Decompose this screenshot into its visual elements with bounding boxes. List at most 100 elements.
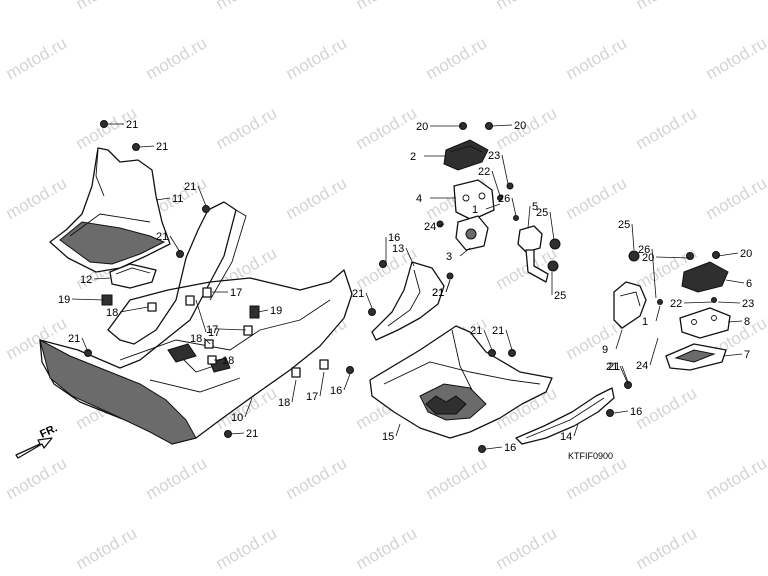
watermark-text: motod.ru [283,33,351,83]
watermark-text: motod.ru [633,383,701,433]
watermark-text: motod.ru [213,523,281,573]
leader-line [683,301,713,304]
watermark-text: motod.ru [213,0,281,13]
leader-line [527,205,531,229]
watermark-text: motod.ru [493,523,561,573]
callout-21: 21 [68,333,80,345]
part-9-hinge-bracket [613,250,647,329]
leader-line [549,211,555,241]
leader-line [219,328,247,331]
front-direction-marker: FR. [15,422,59,459]
leader-line [717,301,741,304]
callout-17: 17 [306,391,318,403]
callout-5: 5 [532,201,538,213]
leader-line [491,124,513,127]
leader-line [445,279,451,293]
callout-13: 13 [392,243,404,255]
watermark-text: motod.ru [633,0,701,13]
callout-19: 19 [270,305,282,317]
leader-line [717,252,739,257]
leader-line [365,292,373,309]
callout-22: 22 [670,298,682,310]
callout-18: 18 [278,397,290,409]
callout-23: 23 [742,298,754,310]
part-2-mount-pad [443,139,489,171]
watermark-text: motod.ru [493,0,561,13]
callout-17: 17 [206,324,218,336]
leader-line [319,371,325,397]
part-6-pad [681,261,729,293]
callout-11: 11 [172,193,183,205]
diagram-code: KTFIF0900 [568,451,613,461]
callout-15: 15 [382,431,394,443]
leader-line [71,298,105,301]
callout-24: 24 [636,360,648,372]
callout-1: 1 [472,204,478,216]
watermark-text: motod.ru [353,523,421,573]
leader-line [244,397,253,418]
callout-12: 12 [80,274,92,286]
callout-21: 21 [470,325,482,337]
leader-line [655,256,691,259]
leader-line [437,223,445,227]
part-8-plate [679,307,731,339]
watermark-text: motod.ru [703,173,768,223]
part-10-floor-step [39,201,353,445]
leader-line [615,329,623,350]
leader-line [511,197,517,217]
leader-line [257,309,269,313]
part-11-inner-cover [49,147,171,273]
part-14-side-strip [515,387,615,445]
callout-21: 21 [608,361,620,373]
leader-line [573,423,579,437]
callout-21: 21 [126,119,138,131]
leader-line [483,329,493,351]
callout-18: 18 [190,333,202,345]
callout-23: 23 [488,150,500,162]
callout-16: 16 [630,406,642,418]
leader-line [613,410,629,414]
callout-25: 25 [536,207,548,219]
callout-16: 16 [330,385,342,397]
callout-10: 10 [231,412,243,424]
front-label: FR. [38,422,59,440]
callout-17: 17 [208,327,220,339]
callout-24: 24 [424,221,436,233]
watermark-text: motod.ru [353,103,421,153]
leader-line [169,235,181,253]
watermark-text: motod.ru [703,453,768,503]
callout-16: 16 [388,232,400,244]
leader-line [631,223,635,251]
watermark-text: motod.ru [353,0,421,13]
callout-8: 8 [744,316,750,328]
callout-1: 1 [642,316,648,328]
leader-line [485,203,501,210]
watermark-text: motod.ru [633,103,701,153]
leader-line [81,337,89,353]
watermark-text: motod.ru [3,33,71,83]
callout-25: 25 [618,219,630,231]
leader-line [723,353,743,357]
watermark-text: motod.ru [493,103,561,153]
leader-line [119,306,149,313]
callout-21: 21 [184,181,196,193]
leader-line [651,248,657,299]
callout-16: 16 [504,442,516,454]
watermark-text: motod.ru [423,33,491,83]
callout-21: 21 [432,287,444,299]
watermark-text: motod.ru [213,103,281,153]
watermark-text: motod.ru [563,33,631,83]
callout-21: 21 [156,231,168,243]
callout-20: 20 [416,121,428,133]
leader-line [395,423,401,437]
leader-line [405,247,415,267]
callout-20: 20 [740,248,752,260]
callout-20: 20 [514,120,526,132]
leader-line [619,365,629,385]
callout-6: 6 [746,278,752,290]
callout-21: 21 [156,141,168,153]
